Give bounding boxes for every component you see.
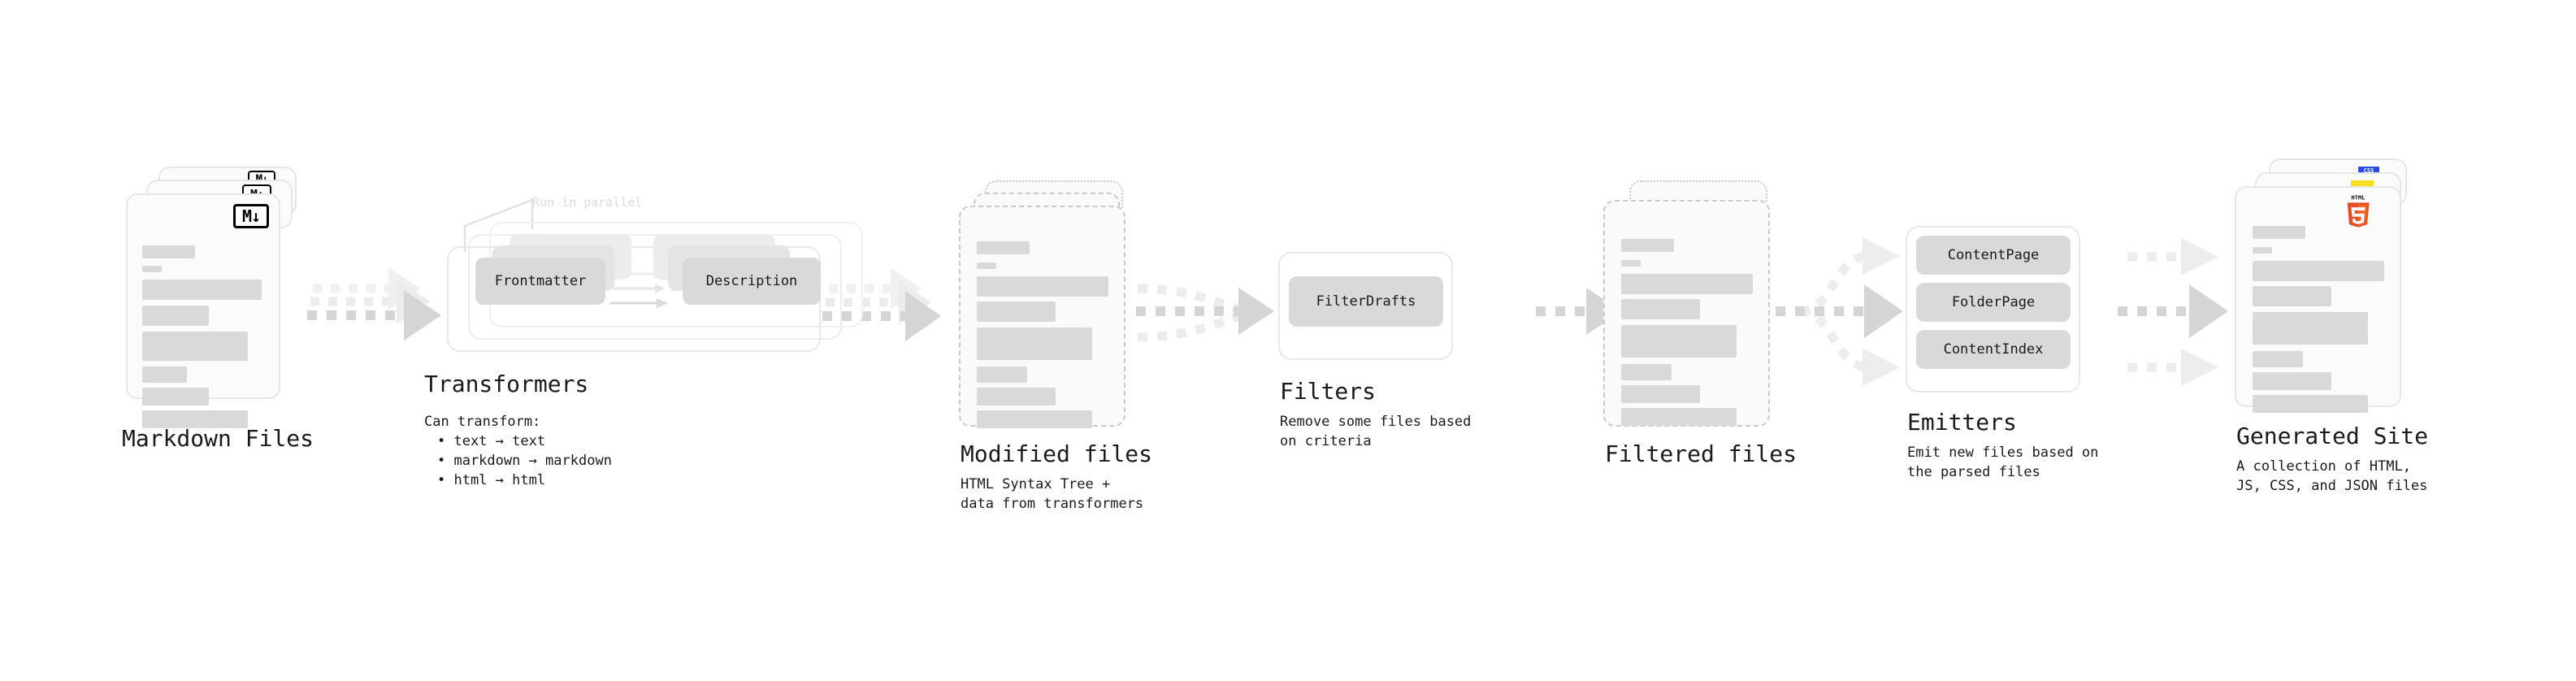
transformer-node-frontmatter[interactable]: Frontmatter xyxy=(475,258,605,305)
run-in-parallel-label: Run in parallel xyxy=(532,195,643,210)
emitter-node-contentpage[interactable]: ContentPage xyxy=(1916,236,2071,275)
generated-file-stack: CSS HTML xyxy=(2235,158,2430,419)
stage-subtitle-emitters: Emit new files based on the parsed files xyxy=(1907,445,2099,480)
stage-modified-files: Modified files HTML Syntax Tree + data f… xyxy=(959,180,1152,512)
emitters-group xyxy=(1906,226,2080,393)
markdown-badge-icon: M↓ xyxy=(233,204,269,228)
arrow-emitters-to-site xyxy=(2118,238,2228,386)
html5-logo-icon: HTML xyxy=(2347,194,2370,228)
arrow-modified-to-filters xyxy=(1136,284,1274,342)
markdown-file-stack: M↓ M↓ M↓ xyxy=(126,167,313,428)
filtered-file-stack xyxy=(1603,180,1790,427)
stage-title-emitters: Emitters xyxy=(1907,409,2017,436)
emitter-node-folderpage[interactable]: FolderPage xyxy=(1916,283,2071,322)
transformer-bullet-0: • text → text xyxy=(437,433,546,449)
stage-subtitle-generated-site: A collection of HTML, JS, CSS, and JSON … xyxy=(2236,458,2428,494)
transformer-bullet-2: • html → html xyxy=(437,472,546,488)
transformer-node-description[interactable]: Description xyxy=(683,258,821,305)
filters-group xyxy=(1278,252,1453,360)
transformer-group-ghost-1 xyxy=(468,234,842,340)
filtered-card-front xyxy=(1603,200,1770,427)
generated-card-front: HTML xyxy=(2235,186,2401,413)
transformer-bullet-1: • markdown → markdown xyxy=(437,453,612,469)
stage-title-filtered-files: Filtered files xyxy=(1605,440,1798,467)
stage-title-filters: Filters xyxy=(1280,378,1377,405)
stage-subtitle-modified-files: HTML Syntax Tree + data from transformer… xyxy=(961,476,1144,512)
stage-generated-site: CSS HTML Generat xyxy=(2235,158,2430,494)
css-badge-icon: CSS xyxy=(2358,167,2379,176)
transformer-inner-arrows xyxy=(610,269,668,308)
stage-subtitle-transformers: Can transform: xyxy=(424,414,541,430)
filter-node-filterdrafts[interactable]: FilterDrafts xyxy=(1289,276,1443,327)
stage-markdown-files: M↓ M↓ M↓ Markdown Files xyxy=(122,167,314,452)
stage-title-modified-files: Modified files xyxy=(961,440,1153,467)
emitter-node-contentindex[interactable]: ContentIndex xyxy=(1916,330,2071,369)
modified-card-front xyxy=(959,206,1125,428)
modified-file-stack xyxy=(959,180,1146,428)
stage-title-generated-site: Generated Site xyxy=(2236,423,2429,449)
arrow-filtered-to-emitters xyxy=(1776,237,1903,386)
markdown-card-front: M↓ xyxy=(126,193,280,428)
svg-text:HTML: HTML xyxy=(2351,194,2366,202)
stage-filtered-files: Filtered files xyxy=(1603,180,1797,467)
stage-title-transformers: Transformers xyxy=(424,371,589,397)
arrow-markdown-to-transformers xyxy=(307,267,441,340)
stage-subtitle-filters: Remove some files based on criteria xyxy=(1280,414,1472,449)
stage-title-markdown-files: Markdown Files xyxy=(122,425,314,452)
